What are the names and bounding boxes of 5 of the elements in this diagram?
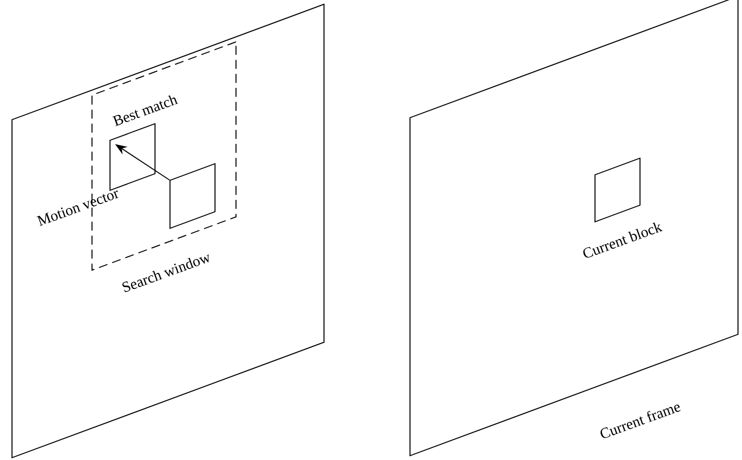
node-label: Current block	[583, 222, 663, 258]
edge-label: Motion vector	[36, 190, 118, 226]
block-square: Best match	[110, 95, 178, 192]
node-label: Best match	[112, 95, 178, 126]
frame-parallelogram	[12, 4, 324, 458]
